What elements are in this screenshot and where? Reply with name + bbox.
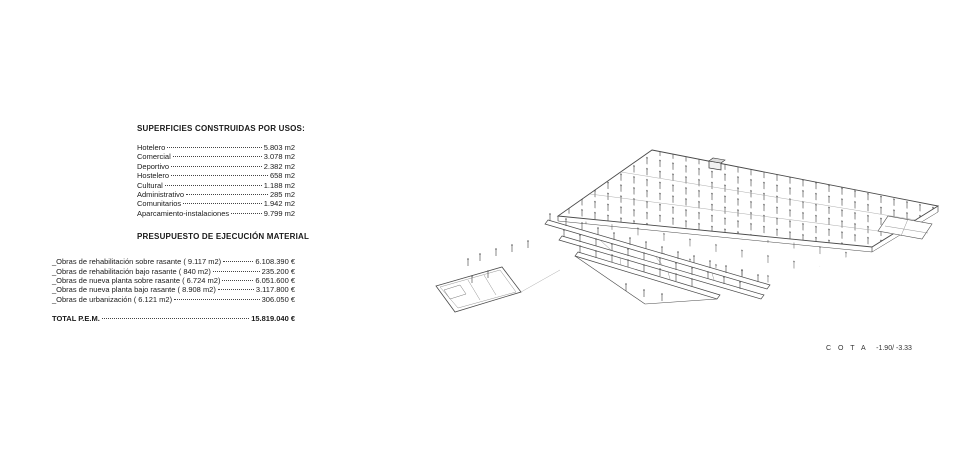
budget-total-label: TOTAL P.E.M. <box>52 314 100 324</box>
surface-row: Deportivo 2.382 m2 <box>137 162 295 171</box>
budget-value: 235.200 € <box>261 266 295 276</box>
surface-label: Comunitarios <box>137 199 182 209</box>
budget-label: _Obras de urbanización ( 6.121 m2) <box>52 294 173 304</box>
budget-total-value: 15.819.040 € <box>251 314 295 324</box>
budget-list: _Obras de rehabilitación sobre rasante (… <box>52 257 295 323</box>
surface-row: Hostelero 658 m2 <box>137 171 295 180</box>
surface-value: 658 m2 <box>269 171 295 181</box>
budget-total-row: TOTAL P.E.M. 15.819.040 € <box>52 314 295 323</box>
axonometric-drawing <box>435 149 940 313</box>
dot-leader <box>167 147 262 148</box>
dot-leader <box>223 261 254 263</box>
rooftop-structure <box>708 157 726 171</box>
dot-leader <box>183 203 262 205</box>
surface-label: Aparcamiento-instalaciones <box>137 208 230 218</box>
annex-block <box>435 266 561 313</box>
dot-leader <box>212 270 260 272</box>
dot-leader <box>164 184 262 186</box>
budget-value: 6.051.600 € <box>255 276 295 286</box>
budget-label: _Obras de nueva planta bajo rasante ( 8.… <box>52 285 216 295</box>
cota-value: -1.90/ -3.33 <box>876 345 912 352</box>
surface-row: Cultural 1.188 m2 <box>137 181 295 190</box>
roof-right-rooms <box>877 215 933 240</box>
site-columns <box>466 239 530 267</box>
budget-value: 3.117.800 € <box>255 285 295 295</box>
surface-value: 3.078 m2 <box>263 152 295 162</box>
budget-label: _Obras de rehabilitación sobre rasante (… <box>52 257 222 267</box>
dot-leader <box>174 298 260 300</box>
plaza-columns <box>550 219 868 283</box>
budget-row: _Obras de rehabilitación sobre rasante (… <box>52 257 295 266</box>
dot-leader <box>217 289 254 291</box>
surface-label: Administrativo <box>137 190 185 200</box>
surface-row: Aparcamiento-instalaciones 9.799 m2 <box>137 209 295 218</box>
dot-leader <box>171 165 262 167</box>
surface-row: Comercial 3.078 m2 <box>137 152 295 161</box>
surfaces-title: SUPERFICIES CONSTRUIDAS POR USOS: <box>137 124 305 133</box>
cota-label: C O T A <box>826 345 869 352</box>
surface-label: Hotelero <box>137 143 166 152</box>
surface-label: Hostelero <box>137 171 170 181</box>
budget-label: _Obras de rehabilitación bajo rasante ( … <box>52 266 211 276</box>
budget-row: _Obras de rehabilitación bajo rasante ( … <box>52 267 295 276</box>
dot-leader <box>231 212 262 214</box>
building-wings <box>544 219 771 305</box>
surface-row: Hotelero 5.803 m2 <box>137 143 295 152</box>
dot-leader <box>222 280 254 282</box>
dot-leader <box>171 175 268 177</box>
surfaces-list: Hotelero 5.803 m2 Comercial 3.078 m2 Dep… <box>137 143 295 218</box>
surface-value: 1.942 m2 <box>263 199 295 209</box>
surface-value: 1.188 m2 <box>263 180 295 190</box>
dot-leader <box>172 156 262 158</box>
surface-row: Administrativo 285 m2 <box>137 190 295 199</box>
text-column: SUPERFICIES CONSTRUIDAS POR USOS: Hotele… <box>52 124 310 324</box>
surface-label: Deportivo <box>137 161 170 171</box>
cota-caption: C O T A -1.90/ -3.33 <box>826 345 912 352</box>
surface-label: Comercial <box>137 152 171 162</box>
budget-value: 6.108.390 € <box>255 257 295 267</box>
dot-leader <box>186 194 268 196</box>
surface-value: 2.382 m2 <box>263 161 295 171</box>
budget-label: _Obras de nueva planta sobre rasante ( 6… <box>52 276 221 286</box>
budget-title-wrap: PRESUPUESTO DE EJECUCIÓN MATERIAL <box>137 232 310 242</box>
budget-row: _Obras de nueva planta bajo rasante ( 8.… <box>52 285 295 294</box>
surface-value: 285 m2 <box>269 190 295 200</box>
surface-value: 5.803 m2 <box>263 143 295 152</box>
budget-value: 306.050 € <box>261 294 295 304</box>
surface-row: Comunitarios 1.942 m2 <box>137 199 295 208</box>
budget-row: _Obras de nueva planta sobre rasante ( 6… <box>52 276 295 285</box>
surfaces-block: SUPERFICIES CONSTRUIDAS POR USOS: Hotele… <box>137 124 310 242</box>
dot-leader <box>101 318 250 320</box>
budget-title: PRESUPUESTO DE EJECUCIÓN MATERIAL <box>137 232 310 242</box>
surface-value: 9.799 m2 <box>263 208 295 218</box>
surface-label: Cultural <box>137 180 163 190</box>
budget-row: _Obras de urbanización ( 6.121 m2) 306.0… <box>52 295 295 304</box>
